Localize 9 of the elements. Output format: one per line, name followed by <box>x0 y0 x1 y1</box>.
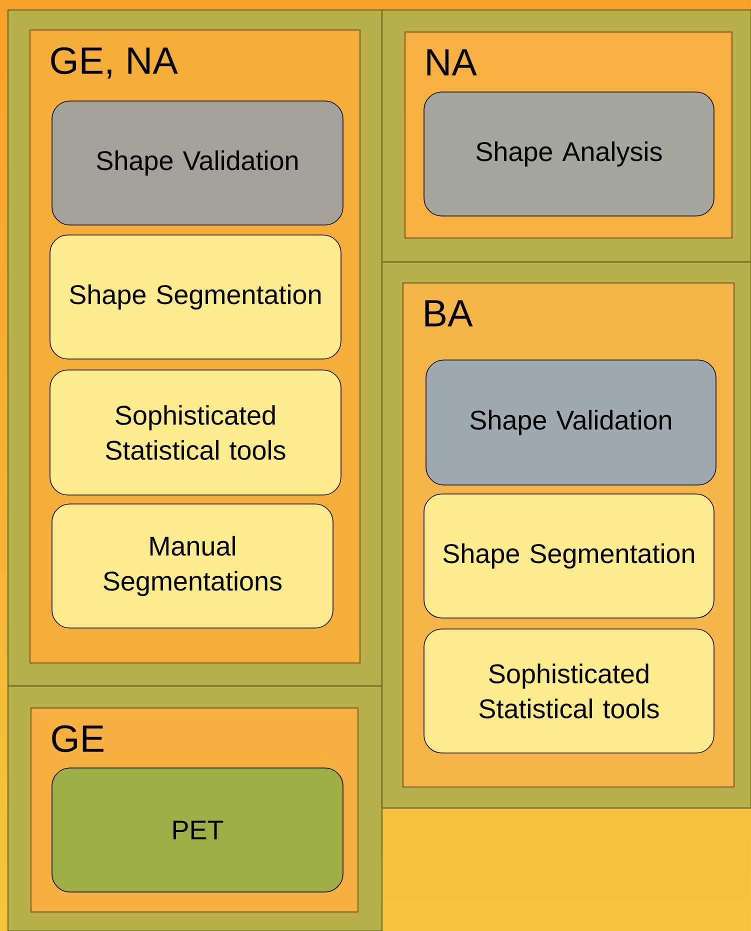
process-box: Shape Segmentation <box>50 234 342 360</box>
process-box: Shape Validation <box>52 100 344 226</box>
process-box: Shape Analysis <box>424 92 714 216</box>
process-box: Shape Segmentation <box>424 494 714 618</box>
process-box: Manual Segmentations <box>52 504 334 628</box>
process-box: PET <box>52 768 344 892</box>
process-box: Sophisticated Statistical tools <box>424 628 714 754</box>
process-box: Shape Validation <box>426 360 716 486</box>
process-box: Sophisticated Statistical tools <box>50 370 342 496</box>
